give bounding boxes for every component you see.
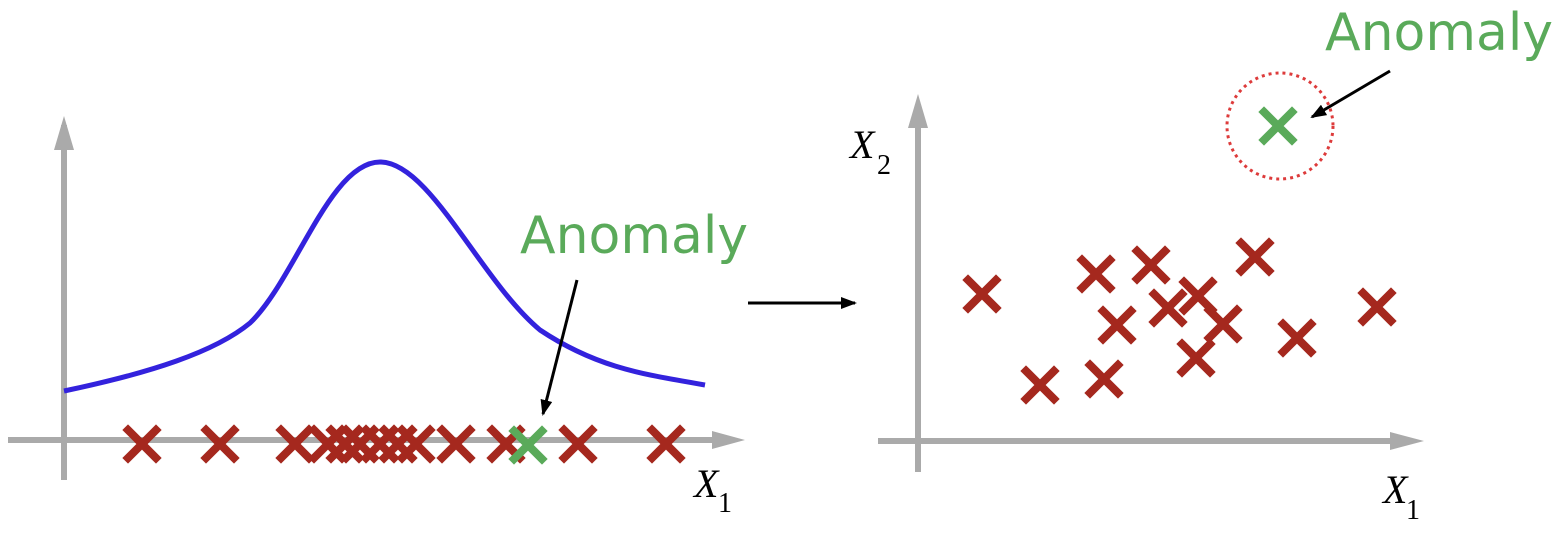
gaussian-density-curve [63, 159, 706, 394]
data-point [1020, 365, 1060, 405]
data-point [558, 424, 598, 464]
data-point [1076, 254, 1116, 294]
data-point [122, 424, 162, 464]
left-x-axis-label: X [692, 461, 720, 506]
left-x-axis-arrowhead [712, 431, 745, 449]
right-anomaly-point [1258, 106, 1298, 146]
right-panel: X 2 X 1 Anomaly [848, 3, 1553, 526]
right-x-axis-label: X [1381, 467, 1409, 512]
left-panel: Anomaly X 1 [8, 116, 748, 519]
right-anomaly-label: Anomaly [1325, 3, 1553, 63]
data-point [275, 424, 315, 464]
right-y-axis-arrowhead [908, 94, 928, 128]
data-point [962, 274, 1002, 314]
data-point [1148, 288, 1188, 328]
data-point [1277, 318, 1317, 358]
anomaly-highlight-circle [1225, 71, 1335, 181]
left-anomaly-arrow [540, 279, 579, 416]
right-y-axis-subscript: 2 [877, 150, 891, 181]
data-point [1131, 245, 1171, 285]
data-point [646, 424, 686, 464]
left-x-axis-subscript: 1 [718, 488, 732, 519]
data-point [1176, 338, 1216, 378]
data-point [1097, 305, 1137, 345]
right-y-axis-label: X [848, 122, 876, 167]
right-x-axis-arrowhead [1390, 432, 1424, 450]
right-anomaly-arrow [1310, 69, 1391, 119]
right-x-axis-subscript: 1 [1406, 495, 1420, 526]
left-data-points [122, 424, 686, 464]
left-anomaly-point [508, 425, 548, 465]
data-point [200, 424, 240, 464]
data-point [1203, 304, 1243, 344]
data-point [396, 424, 436, 464]
data-point [436, 424, 476, 464]
data-point [1357, 287, 1397, 327]
data-point [1178, 276, 1218, 316]
data-point [1084, 359, 1124, 399]
left-anomaly-label: Anomaly [520, 206, 748, 266]
data-point [1235, 237, 1275, 277]
right-data-points [962, 237, 1397, 405]
left-y-axis-arrowhead [54, 116, 74, 150]
